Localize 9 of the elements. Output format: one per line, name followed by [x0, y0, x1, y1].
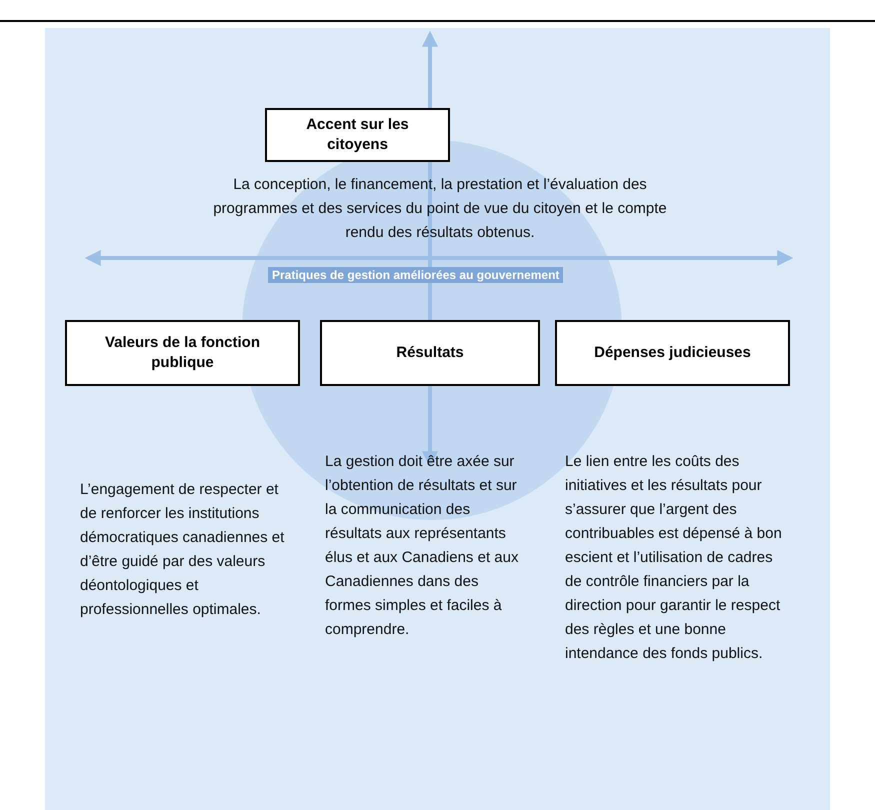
label-box: Accent sur les citoyens [265, 108, 450, 162]
label-box: Dépenses judicieuses [555, 320, 790, 386]
description-text: La gestion doit être axée sur l’obtention de résultats et sur la communication des résultats aux représentants élus et aux Canadiens et aux Canadiennes dans des formes simples et faciles à comprendre. [325, 452, 520, 640]
label-box: Résultats [320, 320, 540, 386]
description-text: La conception, le financement, la prestation et l’évaluation des programmes et des services du point de vue du citoyen et le compte rendu des résultats obtenus. [212, 175, 668, 243]
label-box: Valeurs de la fonction publique [65, 320, 300, 386]
description-text: L’engagement de respecter et de renforcer les institutions démocratiques canadiennes et d’être guidé par des valeurs déontologiques et professionnelles optimales. [80, 480, 286, 620]
axis-label: Pratiques de gestion améliorées au gouvernement [268, 267, 564, 283]
description-text: Le lien entre les coûts des initiatives et les résultats pour s’assurer que l’argent des contribuables est dépensé à bon escient et l’utilisation de cadres de contrôle financiers par la direction pour garantir le respect des règles et une bonne intendance des fonds publics. [565, 452, 783, 664]
